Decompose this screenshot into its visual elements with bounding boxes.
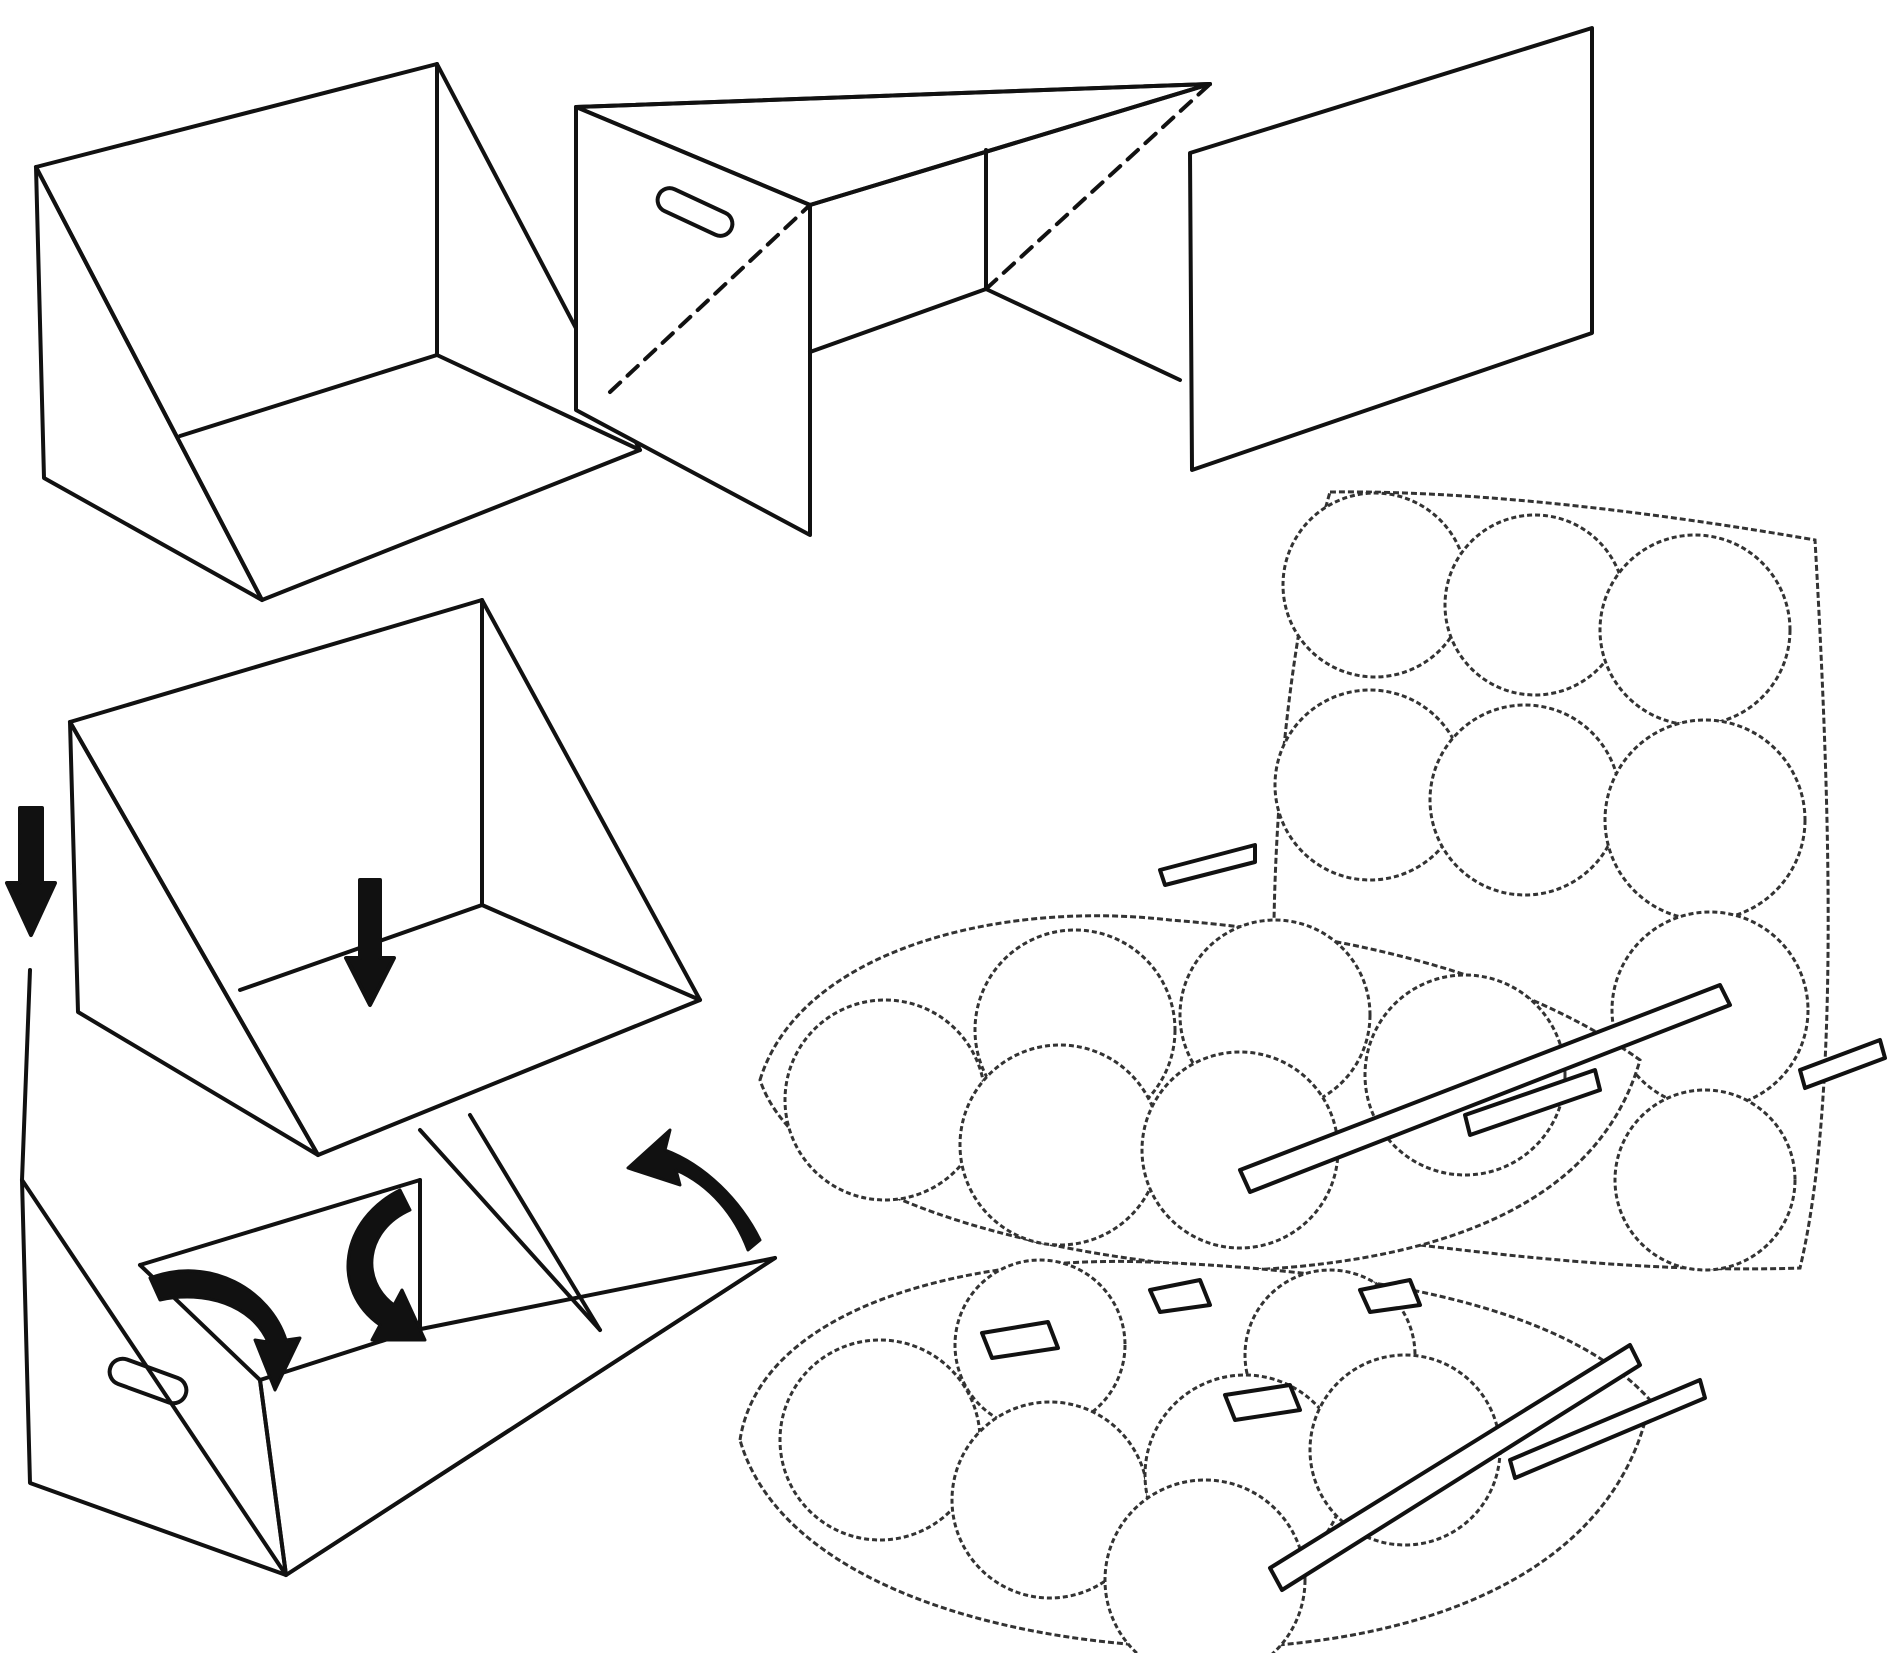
insert-down-arrow-icon [344,878,396,1007]
hand-hole-icon [655,186,735,238]
curved-fold-arrow-icon [346,1188,427,1342]
balls-seat-upper [783,918,1567,1250]
down-arrow-icon [5,806,57,937]
seat-straps [980,843,1887,1592]
hand-hole-icon [107,1356,189,1406]
curved-up-arrow-icon [626,1128,762,1252]
ball-cushion-seat [738,490,1830,1653]
curved-fold-arrow-icon [148,1269,302,1392]
flat-end-panel [1188,26,1594,472]
wedge-tray [34,62,642,602]
assembled-box [20,598,777,1577]
open-frame-with-handle [574,82,1212,537]
